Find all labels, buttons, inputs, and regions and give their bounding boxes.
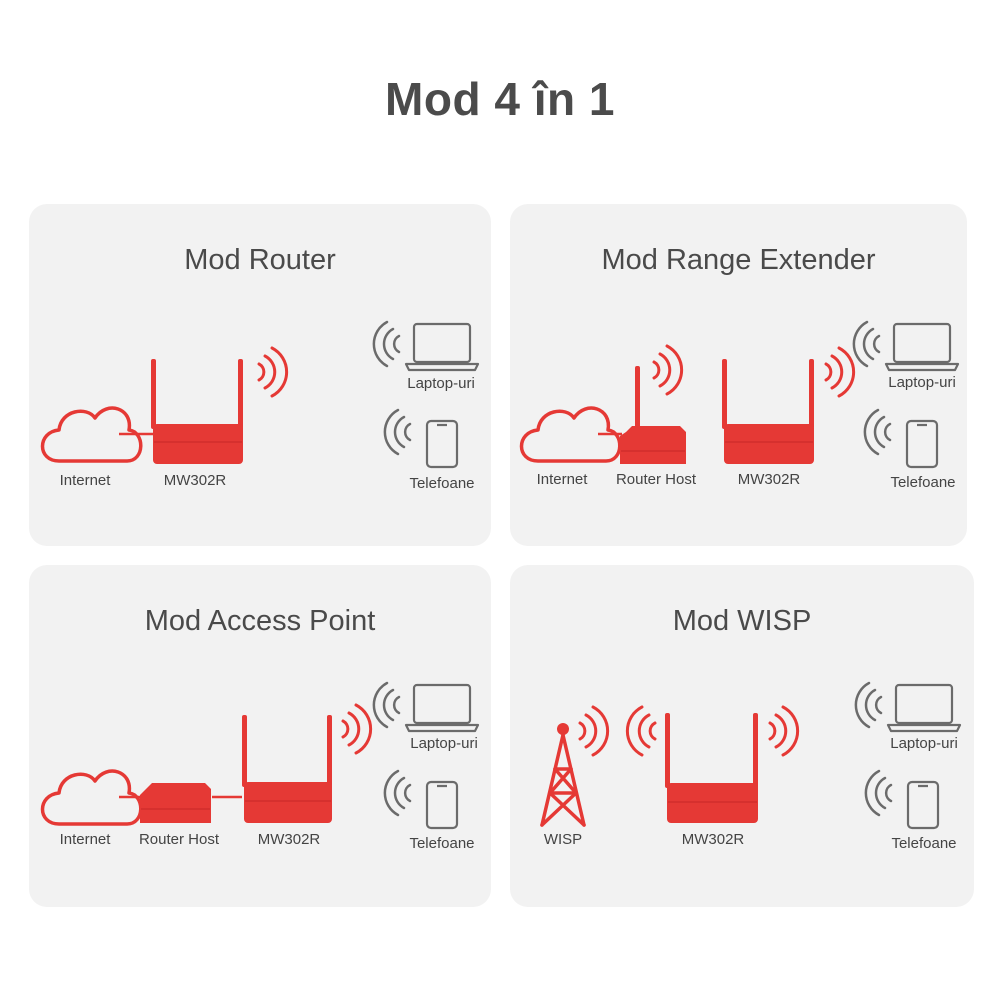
panel-mod-wisp: Mod WISP — [510, 565, 974, 907]
wifi-waves-icon — [625, 705, 657, 757]
wifi-waves-icon — [257, 346, 289, 398]
wifi-waves-icon — [864, 769, 893, 817]
mod-range-extender-diagram — [519, 320, 960, 469]
phones-label: Telefoane — [890, 474, 956, 491]
panel-title: Mod Range Extender — [601, 244, 876, 276]
panel-title: Mod WISP — [672, 605, 812, 637]
wifi-waves-icon — [372, 681, 401, 729]
laptop-icon — [404, 322, 480, 372]
router-icon — [151, 359, 243, 464]
panel-mod-range-extender: Mod Range Extender — [510, 204, 967, 546]
router-icon — [722, 359, 814, 464]
router-icon — [665, 713, 758, 823]
laptops-label: Laptop-uri — [888, 374, 956, 391]
host-router-icon — [140, 783, 211, 823]
wifi-waves-icon — [372, 320, 401, 368]
cloud-icon — [40, 769, 143, 826]
mod-wisp-diagram — [540, 681, 962, 830]
internet-label: Internet — [59, 831, 111, 848]
laptop-icon — [884, 322, 960, 372]
router-icon — [242, 715, 332, 823]
host-label: Router Host — [615, 471, 697, 488]
wifi-waves-icon — [578, 705, 610, 757]
mod-router-diagram — [40, 320, 480, 469]
wifi-waves-icon — [768, 705, 800, 757]
tower-icon — [540, 723, 586, 827]
phone-icon — [906, 780, 940, 830]
internet-label: Internet — [536, 471, 588, 488]
mod-access-point-diagram — [40, 681, 480, 830]
panel-mod-access-point: Mod Access Point — [29, 565, 491, 907]
panel-title: Mod Access Point — [144, 605, 376, 637]
panel-title: Mod Router — [184, 244, 336, 276]
laptops-label: Laptop-uri — [407, 375, 475, 392]
phone-icon — [905, 419, 939, 469]
internet-label: Internet — [59, 472, 111, 489]
laptop-icon — [404, 683, 480, 733]
laptop-icon — [886, 683, 962, 733]
cloud-icon — [40, 406, 143, 463]
laptops-label: Laptop-uri — [410, 735, 478, 752]
wifi-waves-icon — [824, 346, 856, 398]
wifi-waves-icon — [383, 769, 412, 817]
panel-mod-router: Mod Router — [29, 204, 491, 546]
page-title: Mod 4 în 1 — [385, 73, 615, 125]
wisp-label: WISP — [543, 831, 583, 848]
wifi-waves-icon — [854, 681, 883, 729]
host-label: Router Host — [138, 831, 220, 848]
wifi-waves-icon — [341, 703, 373, 755]
phone-icon — [425, 780, 459, 830]
device-label: MW302R — [257, 831, 321, 848]
wifi-waves-icon — [852, 320, 881, 368]
device-label: MW302R — [163, 472, 227, 489]
wifi-waves-icon — [383, 408, 412, 456]
phone-icon — [425, 419, 459, 469]
host-router-icon — [620, 366, 686, 464]
cloud-icon — [519, 406, 622, 463]
device-label: MW302R — [737, 471, 801, 488]
wifi-waves-icon — [863, 408, 892, 456]
device-label: MW302R — [681, 831, 745, 848]
phones-label: Telefoane — [891, 835, 957, 852]
wifi-waves-icon — [652, 344, 684, 396]
phones-label: Telefoane — [409, 475, 475, 492]
phones-label: Telefoane — [409, 835, 475, 852]
laptops-label: Laptop-uri — [890, 735, 958, 752]
